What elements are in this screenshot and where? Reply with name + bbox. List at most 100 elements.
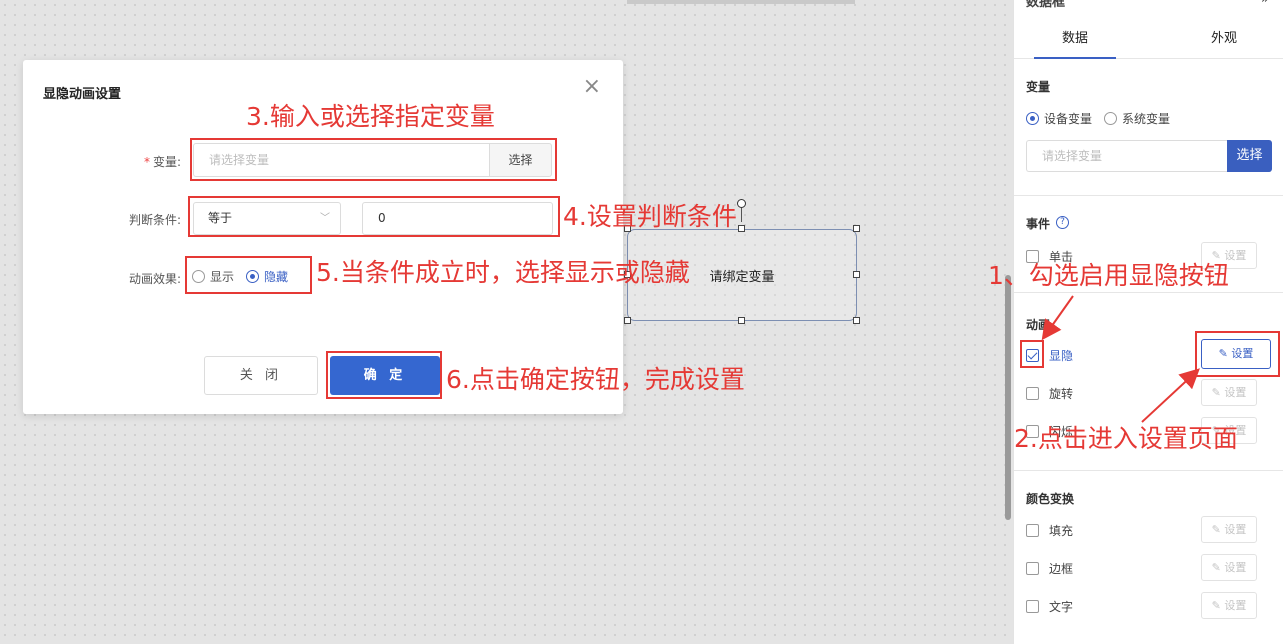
visibility-settings-button[interactable]: ✎ 设置 xyxy=(1201,339,1271,369)
resize-handle[interactable] xyxy=(624,271,631,278)
checkbox[interactable] xyxy=(1026,524,1039,537)
checkbox[interactable] xyxy=(1026,250,1039,263)
cancel-button[interactable]: 关 闭 xyxy=(204,356,318,395)
annotation-box xyxy=(326,351,442,399)
button-label: 设置 xyxy=(1231,347,1254,360)
effect-label: 动画效果: xyxy=(128,272,181,286)
condition-label: 判断条件: xyxy=(128,213,181,227)
radio-device-variable[interactable] xyxy=(1026,112,1039,125)
border-settings-button[interactable]: ✎ 设置 xyxy=(1201,554,1257,581)
rotate-settings-button[interactable]: ✎ 设置 xyxy=(1201,379,1257,406)
annotation-step4: 4.设置判断条件 xyxy=(563,202,737,231)
resize-handle[interactable] xyxy=(738,317,745,324)
button-label: 设置 xyxy=(1224,249,1247,262)
dialog-title: 显隐动画设置 xyxy=(43,87,122,102)
check-label: 边框 xyxy=(1049,562,1074,576)
event-click-settings-button[interactable]: ✎ 设置 xyxy=(1201,242,1257,269)
radio-hide[interactable] xyxy=(246,270,260,283)
visibility-animation-dialog: 显隐动画设置 × *变量: 请选择变量 选择 判断条件: 等于 ﹀ 0 动画效果… xyxy=(23,60,623,414)
annotation-step3: 3.输入或选择指定变量 xyxy=(246,102,495,131)
checkbox[interactable] xyxy=(1026,425,1039,438)
panel-tabs: 数据 外观 xyxy=(1014,25,1283,59)
button-label: 设置 xyxy=(1224,561,1247,574)
tab-appearance[interactable]: 外观 xyxy=(1210,31,1237,46)
rotate-line xyxy=(741,208,742,222)
close-icon[interactable]: × xyxy=(582,74,601,99)
condition-value: 等于 xyxy=(208,211,233,225)
chevron-down-icon: ﹀ xyxy=(320,213,330,224)
radio-system-variable[interactable] xyxy=(1104,112,1118,125)
divider xyxy=(1014,470,1283,471)
condition-value-input[interactable]: 0 xyxy=(362,202,553,235)
help-icon[interactable]: ? xyxy=(1056,216,1069,229)
annotation-step6: 6.点击确定按钮，完成设置 xyxy=(446,365,745,394)
animation-section-title: 动画 xyxy=(1026,318,1051,332)
check-label: 闪烁 xyxy=(1049,425,1074,439)
variable-label-text: 变量: xyxy=(152,155,181,169)
variable-label: *变量: xyxy=(144,153,181,170)
collapse-icon[interactable]: » xyxy=(1261,0,1269,7)
annotation-step5: 5.当条件成立时，选择显示或隐藏 xyxy=(316,258,690,287)
fill-settings-button[interactable]: ✎ 设置 xyxy=(1201,516,1257,543)
check-label: 单击 xyxy=(1049,250,1074,264)
annotation-box xyxy=(1195,331,1280,377)
color-text-row: 文字 xyxy=(1026,598,1073,615)
tab-data[interactable]: 数据 xyxy=(1034,25,1116,59)
check-label: 旋转 xyxy=(1049,387,1074,401)
canvas-widget[interactable]: 请绑定变量 xyxy=(627,229,857,321)
effect-radios: 显示 隐藏 xyxy=(192,268,300,285)
button-label: 设置 xyxy=(1224,599,1247,612)
annotation-box xyxy=(185,256,312,294)
annotation-box xyxy=(190,138,557,181)
required-mark: * xyxy=(143,155,150,169)
color-fill-row: 填充 xyxy=(1026,522,1073,539)
ok-button[interactable]: 确 定 xyxy=(330,356,440,395)
button-label: 设置 xyxy=(1224,386,1247,399)
radio-show[interactable] xyxy=(192,270,205,283)
variable-input[interactable]: 请选择变量 xyxy=(1026,140,1228,172)
resize-handle[interactable] xyxy=(853,225,860,232)
variable-select-button[interactable]: 选择 xyxy=(1227,140,1272,172)
anim-blink-row: 闪烁 xyxy=(1026,423,1073,440)
checkbox[interactable] xyxy=(1026,387,1039,400)
event-click-row: 单击 xyxy=(1026,248,1073,265)
dialog-variable-select-button[interactable]: 选择 xyxy=(489,143,552,177)
resize-handle[interactable] xyxy=(624,225,631,232)
divider xyxy=(1014,195,1283,196)
resize-handle[interactable] xyxy=(624,317,631,324)
radio-label: 系统变量 xyxy=(1122,112,1171,126)
resize-handle[interactable] xyxy=(853,271,860,278)
radio-label-hide: 隐藏 xyxy=(264,270,289,284)
color-section-title: 颜色变换 xyxy=(1026,492,1075,506)
rotate-handle[interactable] xyxy=(737,199,746,208)
properties-panel: 数据框 » 数据 外观 变量 设备变量 系统变量 请选择变量 选择 事件 ? 单… xyxy=(1013,0,1283,644)
button-label: 设置 xyxy=(1224,523,1247,536)
checkbox[interactable] xyxy=(1026,600,1039,613)
variable-type-radios: 设备变量 系统变量 xyxy=(1026,110,1182,127)
check-label: 显隐 xyxy=(1049,349,1074,363)
divider xyxy=(1014,292,1283,293)
anim-rotate-row: 旋转 xyxy=(1026,385,1073,402)
canvas-top-strip xyxy=(627,0,855,4)
check-label: 填充 xyxy=(1049,524,1074,538)
event-section-title: 事件 xyxy=(1026,217,1051,231)
annotation-step2: 2.点击进入设置页面 xyxy=(1014,424,1238,453)
text-settings-button[interactable]: ✎ 设置 xyxy=(1201,592,1257,619)
canvas-scrollbar[interactable] xyxy=(1005,275,1011,520)
panel-header: 数据框 xyxy=(1026,0,1066,10)
annotation-step1: 1、勾选启用显隐按钮 xyxy=(988,261,1229,290)
anim-visibility-row: 显隐 xyxy=(1026,347,1073,364)
annotation-box xyxy=(188,196,560,237)
color-border-row: 边框 xyxy=(1026,560,1073,577)
dialog-variable-input[interactable]: 请选择变量 xyxy=(193,143,490,177)
variable-section-title: 变量 xyxy=(1026,80,1051,94)
check-label: 文字 xyxy=(1049,600,1074,614)
condition-select[interactable]: 等于 ﹀ xyxy=(193,202,341,235)
checkbox[interactable] xyxy=(1026,349,1039,362)
resize-handle[interactable] xyxy=(738,225,745,232)
checkbox[interactable] xyxy=(1026,562,1039,575)
resize-handle[interactable] xyxy=(853,317,860,324)
widget-text: 请绑定变量 xyxy=(709,269,775,285)
radio-label: 设备变量 xyxy=(1044,112,1093,126)
blink-settings-button[interactable]: ✎ 设置 xyxy=(1201,417,1257,444)
